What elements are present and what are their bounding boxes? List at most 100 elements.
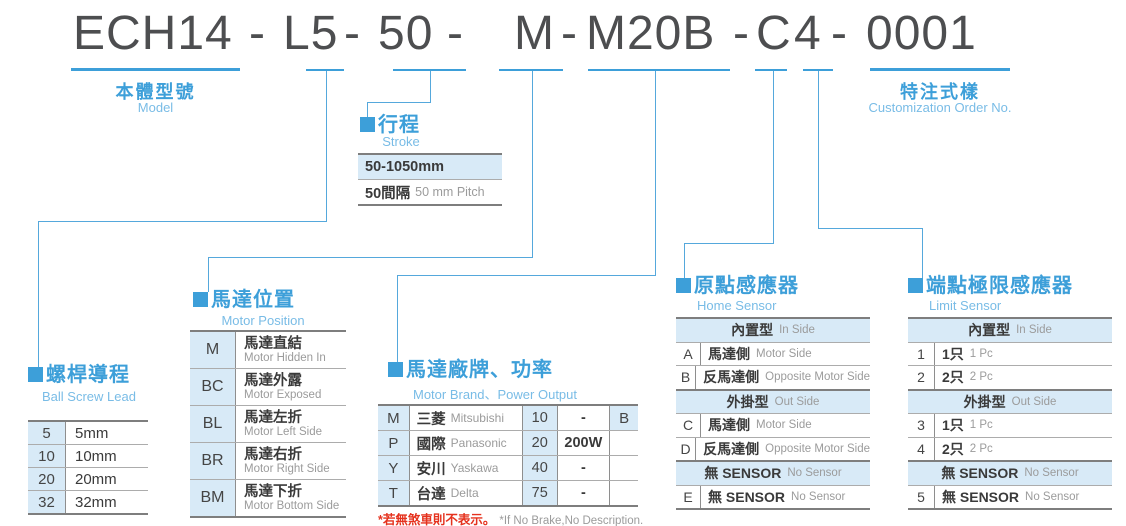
connector-line (655, 71, 656, 275)
desc-zh: 馬達直結 (244, 335, 302, 352)
brand-name: 台達 Delta (410, 481, 523, 505)
underline-4 (803, 69, 833, 71)
header-zh: 無 SENSOR (704, 465, 782, 482)
sensor-code: C (676, 414, 701, 437)
motor-brand-title-zh: 馬達廠牌、功率 (406, 359, 553, 381)
underline-m20b (588, 69, 730, 71)
table-row: 20 20mm (28, 467, 148, 490)
sensor-desc: 反馬達側 Opposite Motor Side (696, 438, 870, 461)
sensor-code: 5 (908, 485, 935, 508)
sensor-desc: 馬達側 Motor Side (701, 414, 812, 437)
brand-name: 三菱 Mitsubishi (410, 406, 523, 430)
desc-zh: 2只 (942, 440, 964, 457)
section-marker-icon (388, 362, 403, 377)
model-code-segment: ECH14 (73, 7, 233, 60)
brand-code: T (378, 481, 410, 505)
footnote-en: *If No Brake,No Description. (499, 515, 644, 526)
table-row: E 無 SENSOR No Sensor (676, 484, 870, 508)
lead-code: 10 (28, 445, 66, 467)
header-zh: 內置型 (968, 322, 1011, 339)
customization-label-en: Customization Order No. (868, 100, 1012, 115)
table-section-header: 外掛型 Out Side (908, 388, 1112, 413)
brand-name: 國際 Panasonic (410, 431, 523, 455)
sensor-code: A (676, 342, 701, 365)
brake-footnote: *若無煞車則不表示。*If No Brake,No Description. (378, 509, 643, 526)
motor-brand-title-en: Motor Brand、Power Output (412, 387, 578, 402)
sensor-desc: 2只 2 Pc (935, 366, 993, 389)
brand-en: Panasonic (450, 436, 507, 450)
header-en: In Side (779, 324, 815, 337)
table-section-header: 無 SENSOR No Sensor (676, 460, 870, 485)
sensor-code: 4 (908, 437, 935, 460)
customization-label-zh: 特注式樣 (900, 82, 980, 102)
motor-position-code: BM (190, 480, 236, 516)
motor-position-desc: 馬達直結 Motor Hidden In (236, 336, 326, 365)
desc-en: Motor Bottom Side (244, 499, 340, 512)
table-row: A 馬達側 Motor Side (676, 341, 870, 365)
lead-desc: 10mm (75, 447, 117, 465)
lead-desc: 20mm (75, 470, 117, 488)
power-value: - (558, 406, 611, 430)
table-row: 50間隔 50 mm Pitch (358, 179, 502, 204)
lead-title-zh: 螺桿導程 (46, 364, 130, 386)
stroke-table: 50-1050mm 50間隔 50 mm Pitch (358, 153, 502, 206)
table-row: Y 安川 Yaskawa 40 - (378, 455, 638, 480)
connector-line (38, 221, 39, 367)
connector-line (397, 275, 398, 362)
model-code-dash: - (249, 7, 266, 60)
section-marker-icon (28, 367, 43, 382)
table-row: 50-1050mm (358, 155, 502, 179)
model-code-dash: - (831, 7, 848, 60)
motor-position-code: BL (190, 406, 236, 442)
model-code-segment: 4 (794, 7, 822, 60)
underline-m (499, 69, 563, 71)
brake-code: B (610, 406, 638, 430)
model-code-segment: L5 (283, 7, 339, 60)
desc-en: 2 Pc (969, 371, 993, 384)
motor-position-code: BC (190, 369, 236, 405)
connector-line (38, 221, 327, 222)
brake-cell-empty (610, 481, 638, 505)
desc-zh: 馬達外露 (244, 372, 302, 389)
connector-line (208, 257, 533, 258)
sensor-desc: 1只 1 Pc (935, 343, 993, 366)
desc-en: Motor Hidden In (244, 351, 326, 364)
sensor-code: 1 (908, 342, 935, 365)
desc-en: 2 Pc (969, 442, 993, 455)
header-en: In Side (1016, 324, 1052, 337)
brake-cell-empty (610, 456, 638, 480)
desc-zh: 2只 (942, 369, 964, 386)
motor-position-desc: 馬達左折 Motor Left Side (236, 410, 322, 439)
model-label-en: Model (137, 100, 174, 115)
lead-desc: 5mm (75, 424, 109, 442)
desc-en: Motor Right Side (244, 462, 330, 475)
connector-line (367, 102, 431, 103)
desc-zh: 馬達側 (708, 345, 750, 362)
table-row: C 馬達側 Motor Side (676, 413, 870, 437)
section-marker-icon (908, 278, 923, 293)
header-en: Out Side (1011, 395, 1057, 408)
desc-zh: 反馬達側 (703, 369, 760, 386)
table-row: M 馬達直結 Motor Hidden In (190, 332, 346, 368)
table-section-header: 外掛型 Out Side (676, 388, 870, 413)
desc-zh: 馬達側 (708, 417, 750, 434)
desc-en: Motor Exposed (244, 388, 322, 401)
desc-en: No Sensor (1025, 490, 1080, 503)
desc-en: Motor Side (756, 347, 812, 360)
brand-zh: 台達 (416, 486, 446, 503)
header-zh: 外掛型 (963, 393, 1006, 410)
model-code-segment: 50 (378, 7, 434, 60)
motor-position-table: M 馬達直結 Motor Hidden In BC 馬達外露 Motor Exp… (190, 330, 346, 518)
home-sensor-title-zh: 原點感應器 (694, 275, 799, 297)
connector-line (684, 243, 774, 244)
desc-zh: 1只 (942, 345, 964, 362)
power-code: 40 (522, 456, 558, 480)
model-code-dash: - (733, 7, 750, 60)
desc-en: Motor Side (756, 419, 812, 432)
section-marker-icon (676, 278, 691, 293)
motor-position-title-en: Motor Position (221, 313, 305, 328)
power-code: 75 (522, 481, 558, 505)
motor-brand-table: M 三菱 Mitsubishi 10 - B P 國際 Panasonic 20… (378, 404, 638, 507)
lead-code: 20 (28, 468, 66, 490)
